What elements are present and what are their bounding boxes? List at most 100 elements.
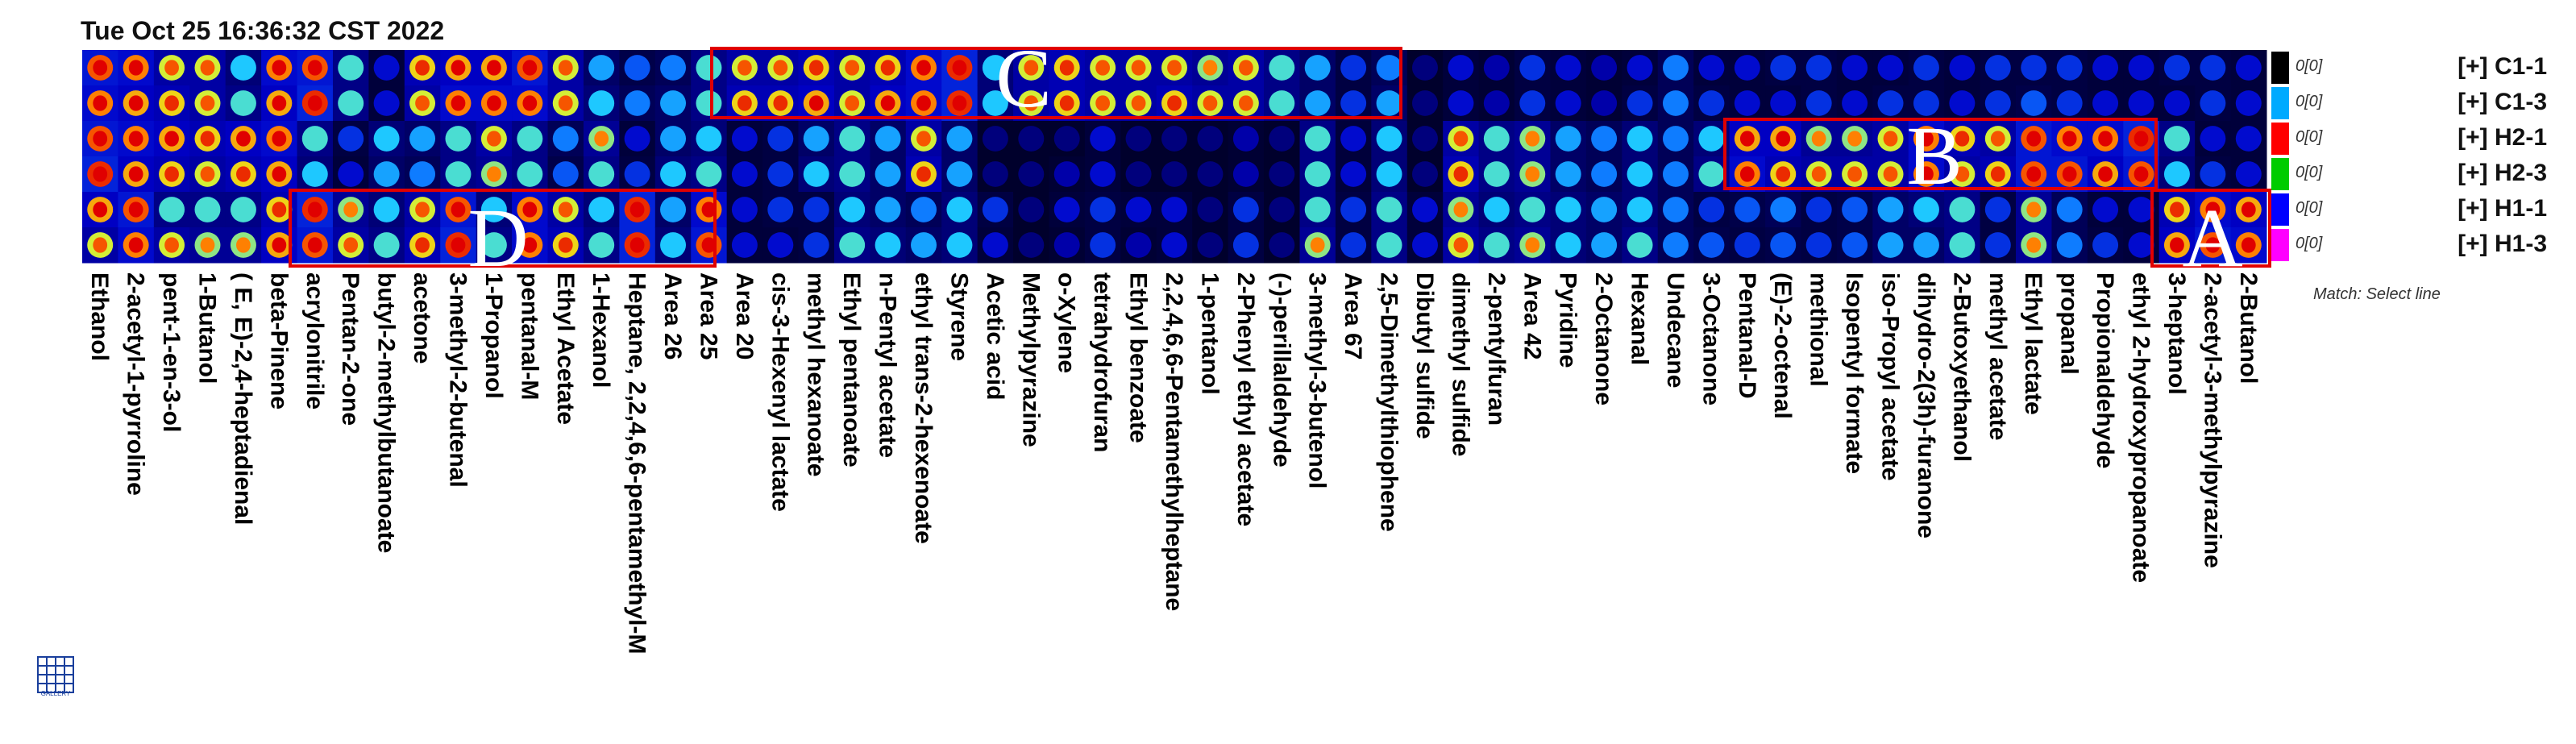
heatmap-spot bbox=[1627, 55, 1653, 81]
heatmap-spot bbox=[1949, 55, 1976, 81]
column-label: Ethyl benzoate bbox=[1124, 272, 1152, 443]
heatmap-spot-core bbox=[737, 95, 752, 111]
heatmap-spot-core bbox=[236, 166, 251, 182]
heatmap-spot bbox=[1018, 232, 1045, 258]
heatmap-spot bbox=[301, 126, 328, 152]
heatmap-spot bbox=[1842, 90, 1868, 116]
heatmap-spot-core bbox=[2134, 131, 2149, 147]
gallery-icon[interactable] bbox=[35, 655, 76, 695]
column-label: butyl-2-methylbutanoate bbox=[372, 272, 400, 554]
heatmap-spot bbox=[1770, 55, 1797, 81]
heatmap-spot-core bbox=[701, 237, 717, 253]
heatmap-spot bbox=[338, 126, 364, 152]
heatmap-spot bbox=[803, 126, 829, 152]
column-label: o-Xylene bbox=[1053, 272, 1080, 374]
sample-name[interactable]: [+] H1-3 bbox=[2458, 231, 2547, 257]
heatmap-spot bbox=[1448, 90, 1474, 116]
heatmap-spot bbox=[1483, 55, 1510, 81]
heatmap-spot bbox=[875, 197, 901, 222]
heatmap-spot-core bbox=[272, 166, 287, 182]
heatmap-spot-core bbox=[272, 131, 287, 147]
heatmap-spot-core bbox=[629, 202, 645, 218]
heatmap-spot bbox=[1949, 90, 1976, 116]
heatmap-spot bbox=[1519, 90, 1546, 116]
column-label: Area 26 bbox=[659, 272, 687, 360]
heatmap-spot bbox=[2092, 55, 2119, 81]
heatmap-spot bbox=[1340, 126, 1367, 152]
heatmap-spot-core bbox=[93, 166, 108, 182]
heatmap-spot bbox=[2056, 55, 2083, 81]
heatmap-spot-core bbox=[773, 95, 788, 111]
heatmap-spot-core bbox=[773, 60, 788, 76]
heatmap-spot bbox=[1913, 55, 1939, 81]
heatmap-spot bbox=[982, 197, 1008, 222]
heatmap-spot-core bbox=[93, 202, 108, 218]
column-label: ethyl 2-hydroxypropanoate bbox=[2127, 272, 2154, 584]
heatmap-spot bbox=[1805, 232, 1832, 258]
heatmap-spot bbox=[2092, 90, 2119, 116]
heatmap-spot-core bbox=[343, 237, 359, 253]
heatmap-spot bbox=[1090, 161, 1116, 187]
sample-name[interactable]: [+] C1-3 bbox=[2458, 89, 2547, 115]
heatmap-spot bbox=[660, 90, 687, 116]
heatmap-spot bbox=[2235, 126, 2262, 152]
heatmap-spot-core bbox=[2026, 166, 2042, 182]
sample-count: 0[0] bbox=[2296, 164, 2323, 181]
column-label: 2-acetyl-3-methylpyrazine bbox=[2199, 272, 2226, 568]
heatmap-spot bbox=[982, 55, 1008, 81]
heatmap-spot-core bbox=[1883, 166, 1898, 182]
heatmap-spot bbox=[1483, 126, 1510, 152]
heatmap-spot bbox=[1984, 197, 2011, 222]
heatmap-spot-core bbox=[1847, 131, 1862, 147]
heatmap-spot bbox=[1448, 55, 1474, 81]
sample-name[interactable]: [+] H2-1 bbox=[2458, 124, 2547, 151]
heatmap-spot bbox=[1662, 161, 1689, 187]
heatmap-spot bbox=[1591, 126, 1618, 152]
heatmap-spot bbox=[1125, 232, 1152, 258]
heatmap-spot-core bbox=[916, 60, 931, 76]
heatmap-spot bbox=[1411, 197, 1438, 222]
heatmap-spot-core bbox=[2062, 166, 2077, 182]
heatmap-spot bbox=[1376, 126, 1402, 152]
heatmap-spot bbox=[517, 161, 543, 187]
heatmap-spot-core bbox=[880, 95, 895, 111]
heatmap-spot bbox=[875, 161, 901, 187]
heatmap-spot-core bbox=[2170, 202, 2184, 218]
heatmap-spot bbox=[1627, 126, 1653, 152]
heatmap-spot bbox=[2235, 90, 2262, 116]
heatmap-spot-core bbox=[594, 131, 609, 147]
heatmap-spot bbox=[660, 161, 687, 187]
heatmap-spot-core bbox=[1059, 60, 1074, 76]
sample-name[interactable]: [+] C1-1 bbox=[2458, 53, 2547, 80]
heatmap-spot bbox=[803, 232, 829, 258]
heatmap-spot bbox=[373, 197, 400, 222]
heatmap-spot-core bbox=[2170, 237, 2184, 253]
column-label: Pyridine bbox=[1554, 272, 1581, 368]
sample-count: 0[0] bbox=[2296, 235, 2323, 252]
column-label: Heptane, 2,2,4,6,6-pentamethyl-M bbox=[623, 272, 650, 655]
column-label: ethyl trans-2-hexenoate bbox=[910, 272, 937, 544]
heatmap-spot bbox=[1555, 55, 1581, 81]
heatmap-spot bbox=[660, 232, 687, 258]
heatmap-spot-core bbox=[522, 237, 538, 253]
heatmap-spot bbox=[1591, 197, 1618, 222]
heatmap-spot bbox=[1984, 55, 2011, 81]
heatmap-spot bbox=[1805, 90, 1832, 116]
heatmap-spot bbox=[230, 55, 256, 81]
heatmap-spot-core bbox=[164, 60, 179, 76]
heatmap-spot bbox=[1877, 232, 1904, 258]
annotation-letter-c: C bbox=[995, 32, 1051, 125]
heatmap-spot-core bbox=[1811, 131, 1826, 147]
heatmap-spot bbox=[1161, 161, 1187, 187]
heatmap-spot-core bbox=[2241, 237, 2256, 253]
heatmap-spot-core bbox=[343, 202, 359, 218]
heatmap-spot bbox=[1376, 55, 1402, 81]
sample-name[interactable]: [+] H1-1 bbox=[2458, 195, 2547, 222]
heatmap-spot bbox=[2056, 197, 2083, 222]
heatmap-spot-core bbox=[1238, 95, 1253, 111]
heatmap-spot bbox=[2092, 197, 2119, 222]
heatmap-spot bbox=[982, 126, 1008, 152]
sample-name[interactable]: [+] H2-3 bbox=[2458, 160, 2547, 186]
heatmap-spot bbox=[1770, 232, 1797, 258]
